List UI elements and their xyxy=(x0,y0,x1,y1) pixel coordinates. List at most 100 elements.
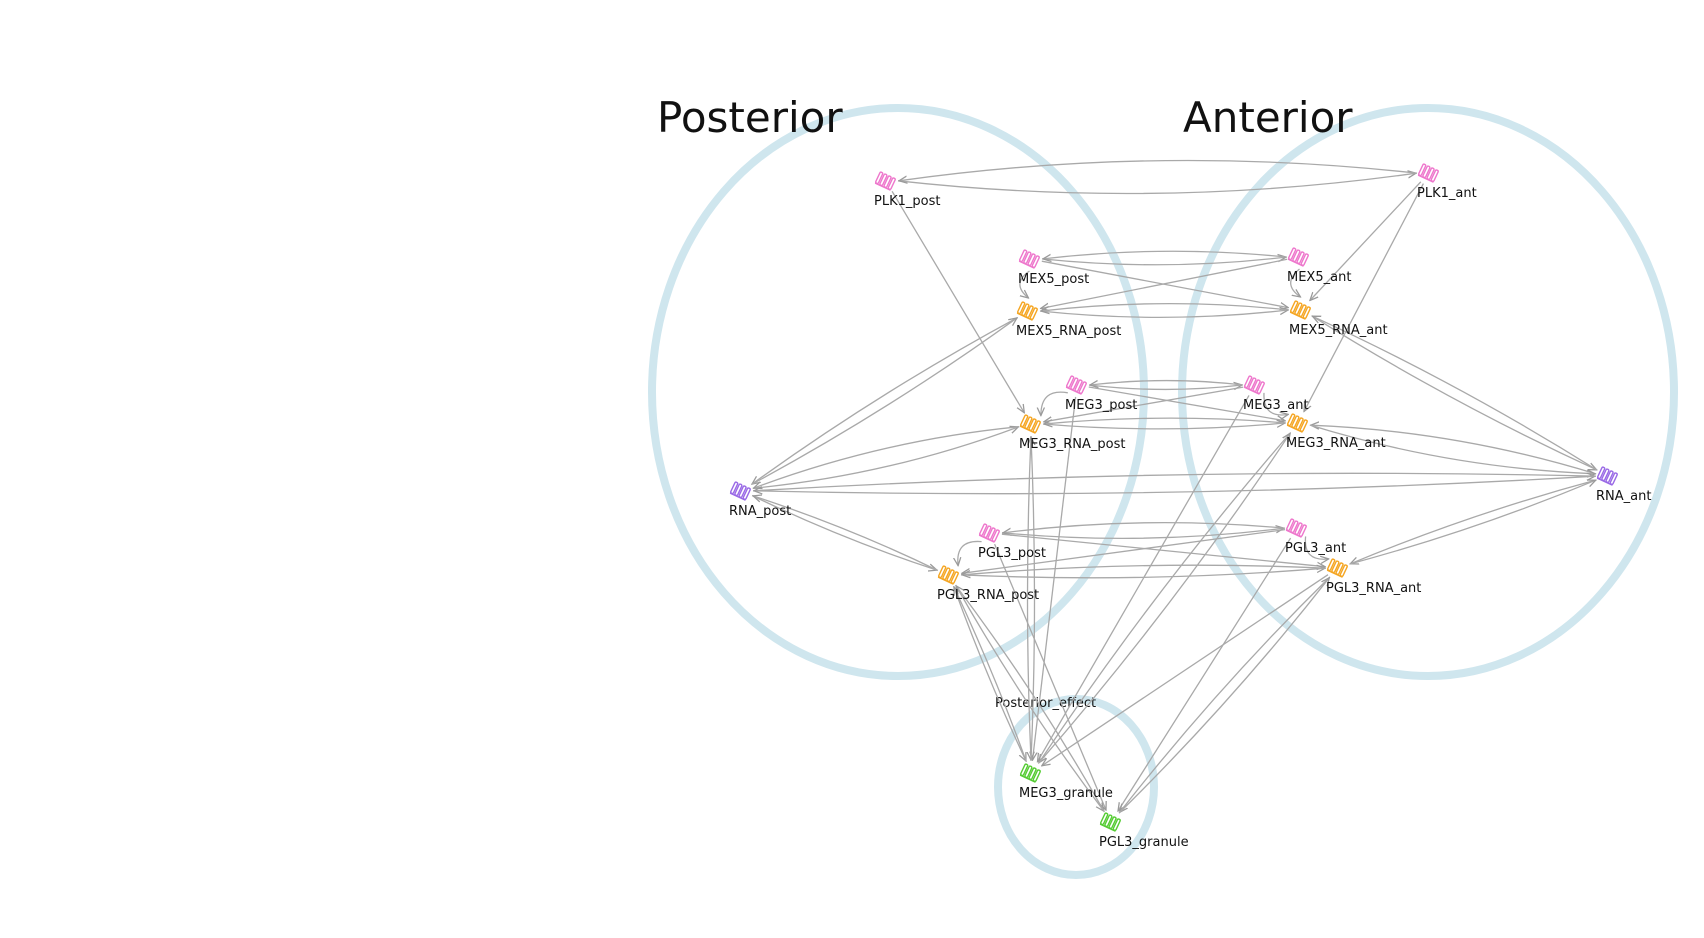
edge-MEX5_ant-to-MEX5_RNA_post xyxy=(1041,258,1288,308)
edge-MEX5_post-to-MEX5_RNA_ant xyxy=(1041,260,1288,307)
edge-PGL3_RNA_post-to-RNA_post xyxy=(753,496,939,572)
edge-PGL3_post-to-PGL3_RNA_ant xyxy=(1001,533,1325,567)
edge-PGL3_ant-to-PGL3_RNA_post xyxy=(962,528,1286,574)
edge-RNA_post-to-RNA_ant xyxy=(752,476,1595,495)
node-PGL3_RNA_ant[interactable]: PGL3_RNA_ant xyxy=(1326,558,1421,596)
posterior-effect-title: Posterior_effect xyxy=(995,696,1096,711)
molecule-icon xyxy=(937,565,959,585)
anterior-compartment xyxy=(1178,104,1678,680)
node-label: PGL3_ant xyxy=(1285,541,1346,556)
molecule-icon xyxy=(874,171,896,191)
node-label: PGL3_post xyxy=(978,546,1046,561)
edge-PGL3_ant-to-PGL3_post xyxy=(1003,521,1286,533)
edge-PGL3_granule-to-PGL3_RNA_post xyxy=(956,586,1105,813)
edge-MEG3_RNA_post-to-RNA_post xyxy=(754,426,1020,488)
edge-PLK1_post-to-MEG3_RNA_post xyxy=(891,190,1024,412)
edge-MEG3_RNA_ant-to-MEG3_RNA_post xyxy=(1044,417,1287,424)
node-MEX5_ant[interactable]: MEX5_ant xyxy=(1287,247,1351,285)
node-MEX5_RNA_post[interactable]: MEX5_RNA_post xyxy=(1016,301,1121,339)
edge-RNA_post-to-MEG3_RNA_post xyxy=(752,427,1019,489)
molecule-icon xyxy=(1018,249,1040,269)
node-MEG3_post[interactable]: MEG3_post xyxy=(1065,375,1137,413)
edge-PLK1_ant-to-MEG3_RNA_ant xyxy=(1304,183,1424,412)
node-PGL3_ant[interactable]: PGL3_ant xyxy=(1285,518,1346,556)
edge-layer xyxy=(750,159,1598,814)
edge-PGL3_post-to-PGL3_ant xyxy=(1001,528,1284,540)
node-label: MEG3_post xyxy=(1065,398,1137,413)
node-label: MEG3_RNA_ant xyxy=(1286,436,1386,451)
molecule-icon xyxy=(1065,375,1087,395)
edge-RNA_ant-to-MEG3_RNA_ant xyxy=(1311,425,1597,475)
edge-PGL3_granule-to-PGL3_RNA_ant xyxy=(1118,578,1329,814)
node-RNA_ant[interactable]: RNA_ant xyxy=(1596,466,1651,504)
edge-MEX5_RNA_ant-to-RNA_ant xyxy=(1311,315,1597,470)
edge-PGL3_ant-to-PGL3_granule xyxy=(1118,537,1292,811)
edge-PGL3_RNA_ant-to-MEG3_granule xyxy=(1042,574,1329,766)
molecule-icon xyxy=(1243,375,1265,395)
node-label: MEX5_ant xyxy=(1287,270,1351,285)
edge-PGL3_RNA_post-to-PGL3_RNA_ant xyxy=(960,568,1325,579)
edge-MEX5_post-to-MEX5_RNA_post xyxy=(1019,270,1030,298)
edge-MEG3_ant-to-MEG3_post xyxy=(1090,381,1244,385)
molecule-icon xyxy=(1286,413,1308,433)
edge-MEG3_ant-to-MEG3_granule xyxy=(1038,395,1250,761)
edge-MEX5_RNA_ant-to-MEX5_RNA_post xyxy=(1041,303,1290,311)
node-label: MEX5_RNA_ant xyxy=(1289,323,1388,338)
molecule-icon xyxy=(1287,247,1309,267)
molecule-icon xyxy=(1099,812,1121,832)
molecule-icon xyxy=(978,523,1000,543)
edge-PLK1_ant-to-PLK1_post xyxy=(899,159,1418,180)
node-label: PGL3_RNA_post xyxy=(937,588,1039,603)
molecule-icon xyxy=(1326,558,1348,578)
node-MEG3_ant[interactable]: MEG3_ant xyxy=(1243,375,1309,413)
node-label: PGL3_RNA_ant xyxy=(1326,581,1421,596)
edge-MEX5_RNA_post-to-MEX5_RNA_ant xyxy=(1039,310,1288,318)
molecule-icon xyxy=(1285,518,1307,538)
edge-MEG3_ant-to-MEG3_RNA_post xyxy=(1044,386,1244,422)
molecule-icon xyxy=(729,481,751,501)
edge-RNA_post-to-MEX5_RNA_post xyxy=(750,318,1017,486)
edge-MEG3_RNA_post-to-MEG3_RNA_ant xyxy=(1042,423,1285,430)
node-label: MEG3_granule xyxy=(1019,786,1113,801)
node-label: MEX5_RNA_post xyxy=(1016,324,1121,339)
node-PLK1_post[interactable]: PLK1_post xyxy=(874,171,940,209)
edge-PGL3_post-to-PGL3_RNA_post xyxy=(958,540,982,565)
edge-MEG3_granule-to-MEG3_RNA_post xyxy=(1031,437,1035,762)
molecule-icon xyxy=(1417,163,1439,183)
posterior-compartment xyxy=(648,104,1148,680)
node-label: PGL3_granule xyxy=(1099,835,1189,850)
node-PGL3_granule[interactable]: PGL3_granule xyxy=(1099,812,1189,850)
node-PLK1_ant[interactable]: PLK1_ant xyxy=(1417,163,1477,201)
node-MEG3_RNA_post[interactable]: MEG3_RNA_post xyxy=(1019,414,1126,452)
edge-MEG3_RNA_post-to-MEG3_granule xyxy=(1028,435,1032,760)
edge-PGL3_RNA_post-to-PGL3_granule xyxy=(955,584,1104,811)
node-label: RNA_ant xyxy=(1596,489,1651,504)
node-MEX5_RNA_ant[interactable]: MEX5_RNA_ant xyxy=(1289,300,1388,338)
node-MEG3_granule[interactable]: MEG3_granule xyxy=(1019,763,1113,801)
edge-PGL3_RNA_ant-to-RNA_ant xyxy=(1349,480,1595,565)
edge-RNA_ant-to-RNA_post xyxy=(754,472,1597,490)
edge-RNA_ant-to-MEX5_RNA_ant xyxy=(1312,316,1598,471)
edge-PGL3_RNA_post-to-MEG3_granule xyxy=(952,585,1026,761)
posterior-title: Posterior xyxy=(657,93,843,142)
node-RNA_post[interactable]: RNA_post xyxy=(729,481,791,519)
edge-RNA_post-to-PGL3_RNA_post xyxy=(751,494,937,571)
edge-PLK1_ant-to-MEX5_RNA_ant xyxy=(1310,181,1422,301)
edge-MEG3_post-to-MEG3_RNA_post xyxy=(1041,391,1068,415)
edge-RNA_ant-to-PGL3_RNA_ant xyxy=(1350,479,1597,564)
node-PGL3_post[interactable]: PGL3_post xyxy=(978,523,1046,561)
compartment-layer xyxy=(648,104,1678,879)
edge-MEX5_post-to-MEX5_ant xyxy=(1041,257,1286,266)
anterior-title: Anterior xyxy=(1183,93,1353,142)
node-MEX5_post[interactable]: MEX5_post xyxy=(1018,249,1089,287)
edge-PLK1_post-to-PLK1_ant xyxy=(897,173,1416,195)
posterior-effect-compartment xyxy=(994,695,1158,879)
node-PGL3_RNA_post[interactable]: PGL3_RNA_post xyxy=(937,565,1039,603)
edge-MEG3_RNA_ant-to-MEG3_granule xyxy=(1039,432,1292,763)
edge-PGL3_RNA_ant-to-PGL3_granule xyxy=(1120,576,1331,812)
node-MEG3_RNA_ant[interactable]: MEG3_RNA_ant xyxy=(1286,413,1386,451)
edge-MEX5_RNA_post-to-RNA_post xyxy=(752,316,1019,484)
edge-PGL3_RNA_ant-to-PGL3_RNA_post xyxy=(962,564,1327,575)
